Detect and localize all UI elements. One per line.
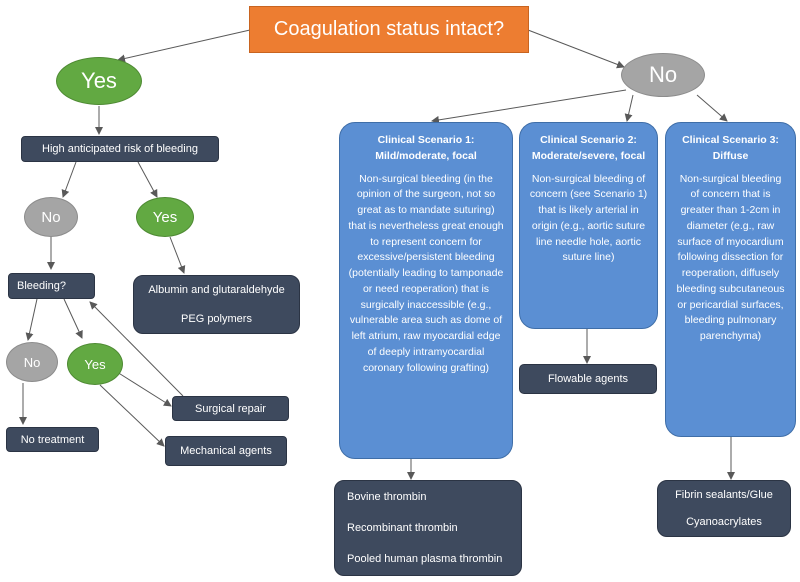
agent-recombinant-thrombin: Recombinant thrombin [347,521,458,534]
scenario-2-box: Clinical Scenario 2: Moderate/severe, fo… [519,122,658,329]
arrow-risk-to-no [61,161,77,198]
scenario-3-title-line1: Clinical Scenario 3: [682,134,779,146]
scenario-3-agents-box: Fibrin sealants/Glue Cyanoacrylates [657,480,791,537]
no-oval-label: No [648,62,678,87]
scenario-1-title: Clinical Scenario 1: Mild/moderate, foca… [375,133,477,165]
no-oval: No [621,53,705,97]
scenario-1-box: Clinical Scenario 1: Mild/moderate, foca… [339,122,513,459]
yes-oval-label: Yes [81,68,117,93]
risk-yes-oval: Yes [136,197,194,237]
arrow-yes-to-agents [169,236,186,274]
scenario-2-title: Clinical Scenario 2: Moderate/severe, fo… [532,133,645,165]
arrow-yes-to-surgical [116,371,172,407]
scenario-2-title-line1: Clinical Scenario 2: [540,134,637,146]
agent-cyanoacrylates: Cyanoacrylates [686,516,762,529]
arrow-bleeding-to-no [25,298,38,341]
arrow-no-to-scenario2 [624,94,634,122]
yes-oval: Yes [56,57,142,105]
agent-albumin: Albumin and glutaraldehyde [148,284,285,297]
risk-box-text: High anticipated risk of bleeding [42,143,198,155]
arrow-root-to-yes [117,29,251,63]
bleeding-yes-label: Yes [84,356,106,372]
arrow-yes-to-mechanical [99,384,165,447]
arrow-no-to-scenario1 [431,89,627,124]
risk-no-label: No [41,208,61,226]
bleeding-question-box: Bleeding? [8,273,95,299]
agent-bovine-thrombin: Bovine thrombin [347,490,427,503]
scenario-1-title-line1: Clinical Scenario 1: [377,134,475,146]
agent-fibrin-sealants: Fibrin sealants/Glue [675,488,773,501]
scenario-1-title-line2: Mild/moderate, focal [375,149,477,162]
bleeding-yes-oval: Yes [67,343,123,385]
risk-yes-label: Yes [152,208,178,226]
bleeding-no-oval: No [6,342,58,382]
risk-box: High anticipated risk of bleeding [21,136,219,162]
arrow-root-to-no [527,29,625,69]
scenario-2-title-line2: Moderate/severe, focal [531,149,646,162]
root-question-text: Coagulation status intact? [273,18,505,40]
surgical-repair-text: Surgical repair [195,402,266,415]
no-treatment-text: No treatment [20,433,85,446]
bleeding-question-text: Bleeding? [17,280,66,292]
arrow-risk-to-yes [137,161,158,198]
bleeding-no-label: No [23,354,41,370]
scenario-3-title: Clinical Scenario 3: Diffuse [682,133,779,165]
scenario-2-agents-box: Flowable agents [519,364,657,394]
scenario-3-title-line2: Diffuse [712,149,749,162]
surgical-repair-box: Surgical repair [172,396,289,421]
high-risk-agents-box: Albumin and glutaraldehyde PEG polymers [133,275,300,334]
scenario-2-description: Non-surgical bleeding of concern (see Sc… [529,172,648,264]
no-treatment-box: No treatment [6,427,99,452]
arrow-bleeding-to-yes [63,298,83,339]
mechanical-agents-text: Mechanical agents [180,445,272,457]
scenario-1-agents-box: Bovine thrombin Recombinant thrombin Poo… [334,480,522,576]
agent-flowable: Flowable agents [547,373,629,385]
arrow-no-to-scenario3 [696,94,728,122]
agent-pooled-thrombin: Pooled human plasma thrombin [347,553,503,566]
scenario-1-description: Non-surgical bleeding (in the opinion of… [348,172,504,374]
arrow-surgical-to-bleeding [89,301,184,397]
scenario-3-box: Clinical Scenario 3: Diffuse Non-surgica… [665,122,796,437]
risk-no-oval: No [24,197,78,237]
scenario-3-description: Non-surgical bleeding of concern that is… [676,172,785,343]
agent-peg: PEG polymers [181,312,252,325]
root-question-box: Coagulation status intact? [249,6,529,53]
mechanical-agents-box: Mechanical agents [165,436,287,466]
